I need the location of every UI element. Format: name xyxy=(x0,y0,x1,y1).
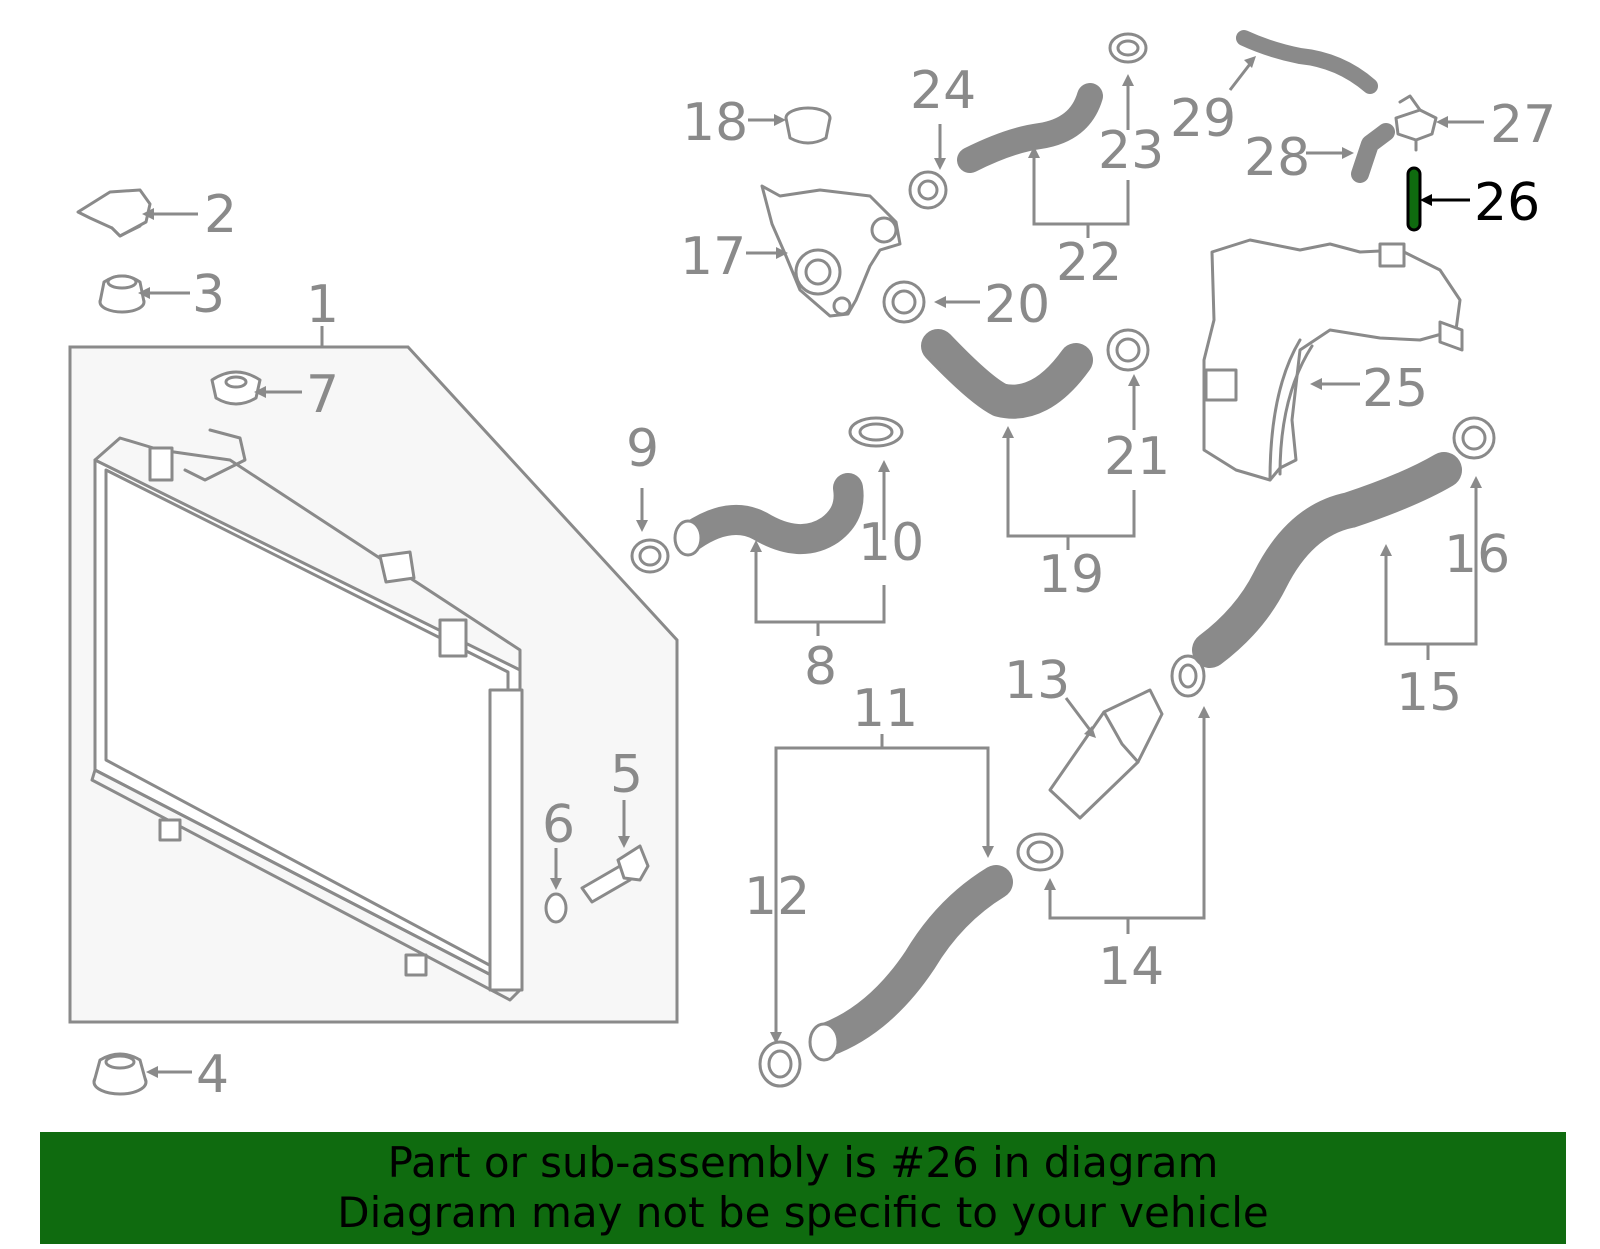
leader-20-arrow xyxy=(934,296,946,308)
info-banner: Part or sub-assembly is #26 in diagram D… xyxy=(40,1132,1566,1244)
pipe-part-13 xyxy=(1048,688,1164,820)
reservoir-part-25 xyxy=(1202,238,1464,482)
callout-9: 9 xyxy=(626,419,659,479)
radiator-cap-part-7 xyxy=(210,370,262,406)
hose-part-22 xyxy=(957,83,1103,173)
leader-5-arrow xyxy=(618,836,630,848)
clamp-part-12 xyxy=(758,1040,802,1088)
callout-10: 10 xyxy=(858,513,924,573)
clamp-part-14a xyxy=(1016,832,1064,872)
clamp-part-21 xyxy=(1106,328,1150,372)
bracket-22-arrow xyxy=(1028,146,1040,158)
callout-17: 17 xyxy=(680,227,746,287)
callout-11: 11 xyxy=(852,679,918,739)
clamp-part-24 xyxy=(908,170,948,210)
leader-7-arrow xyxy=(254,386,266,398)
callout-25: 25 xyxy=(1362,359,1428,419)
callout-6: 6 xyxy=(542,795,575,855)
bracket-15-arrow xyxy=(1380,544,1392,556)
clamp-part-14b xyxy=(1170,654,1206,698)
callout-20: 20 xyxy=(984,275,1050,335)
bracket-19 xyxy=(1006,436,1136,538)
leader-9-arrow xyxy=(636,520,648,532)
callout-13: 13 xyxy=(1004,651,1070,711)
bracket-14-arrow-b xyxy=(1198,706,1210,718)
bracket-8 xyxy=(754,548,886,624)
banner-line-1: Part or sub-assembly is #26 in diagram xyxy=(387,1138,1219,1187)
leader-23-arrow xyxy=(1122,74,1134,86)
callout-18: 18 xyxy=(682,93,748,153)
leader-18-arrow xyxy=(774,114,786,126)
leader-29-arrow xyxy=(1244,56,1256,68)
hose-part-8 xyxy=(673,473,864,557)
clamp-part-16 xyxy=(1452,416,1496,460)
callout-28: 28 xyxy=(1244,128,1310,188)
callout-24: 24 xyxy=(910,61,976,121)
clamp-part-23 xyxy=(1108,32,1148,64)
callout-27: 27 xyxy=(1490,95,1556,155)
callout-29: 29 xyxy=(1170,89,1236,149)
bracket-8-arrow xyxy=(750,540,762,552)
highlighted-part-26[interactable] xyxy=(1406,166,1422,232)
bracket-12-arrow xyxy=(770,1032,782,1044)
clamp-part-10 xyxy=(848,416,904,448)
water-outlet-part-17 xyxy=(760,184,902,318)
callout-1: 1 xyxy=(306,275,339,335)
valve-part-27 xyxy=(1394,94,1438,152)
callout-5: 5 xyxy=(610,745,643,805)
leader-25-arrow xyxy=(1310,378,1322,390)
leader-24-arrow xyxy=(934,158,946,170)
callout-4: 4 xyxy=(196,1045,229,1105)
callout-23: 23 xyxy=(1098,121,1164,181)
hose-part-29 xyxy=(1236,30,1378,94)
hose-part-11 xyxy=(808,865,1013,1062)
leader-2-arrow xyxy=(142,208,154,220)
leader-4-arrow xyxy=(146,1066,158,1078)
radiator-core xyxy=(90,428,524,1002)
leader-28-arrow xyxy=(1342,147,1354,159)
leader-6-arrow xyxy=(550,878,562,890)
callout-12: 12 xyxy=(744,867,810,927)
leader-29 xyxy=(1228,63,1252,91)
callout-26: 26 xyxy=(1474,173,1540,233)
leader-10-arrow xyxy=(878,460,890,472)
callout-7: 7 xyxy=(306,365,339,425)
banner-line-2: Diagram may not be specific to your vehi… xyxy=(337,1188,1269,1237)
bracket-11-arrow xyxy=(982,846,994,858)
leader-21-arrow xyxy=(1128,374,1140,386)
clamp-part-20 xyxy=(882,280,926,324)
bracket-19-arrow xyxy=(1002,426,1014,438)
bracket-14-arrow-a xyxy=(1044,878,1056,890)
mount-cushion-part-3 xyxy=(98,274,146,314)
callout-3: 3 xyxy=(192,265,225,325)
callout-14: 14 xyxy=(1098,937,1164,997)
leader-17-arrow xyxy=(776,247,788,259)
o-ring-part-6 xyxy=(544,892,568,924)
callout-15: 15 xyxy=(1396,663,1462,723)
leader-26-arrow xyxy=(1420,194,1432,206)
bracket-15 xyxy=(1384,486,1478,646)
leader-27-arrow xyxy=(1436,116,1448,128)
bracket-22 xyxy=(1032,156,1130,226)
callout-22: 22 xyxy=(1056,233,1122,293)
drain-plug-part-5 xyxy=(580,844,650,904)
mount-cushion-part-4 xyxy=(92,1052,148,1096)
bracket-16-arrow xyxy=(1470,476,1482,488)
callout-2: 2 xyxy=(204,185,237,245)
callout-8: 8 xyxy=(804,637,837,697)
leader-13 xyxy=(1064,697,1092,731)
leader-13-arrow xyxy=(1084,726,1096,738)
clamp-part-9 xyxy=(630,538,670,574)
hose-part-28 xyxy=(1351,123,1395,183)
callout-21: 21 xyxy=(1104,427,1170,487)
callout-19: 19 xyxy=(1038,545,1104,605)
bracket-part-2 xyxy=(76,188,152,238)
callout-16: 16 xyxy=(1444,525,1510,585)
plug-part-18 xyxy=(784,106,832,145)
hose-part-15 xyxy=(1192,452,1462,668)
hose-part-19 xyxy=(921,329,1093,419)
leader-3-arrow xyxy=(138,287,150,299)
